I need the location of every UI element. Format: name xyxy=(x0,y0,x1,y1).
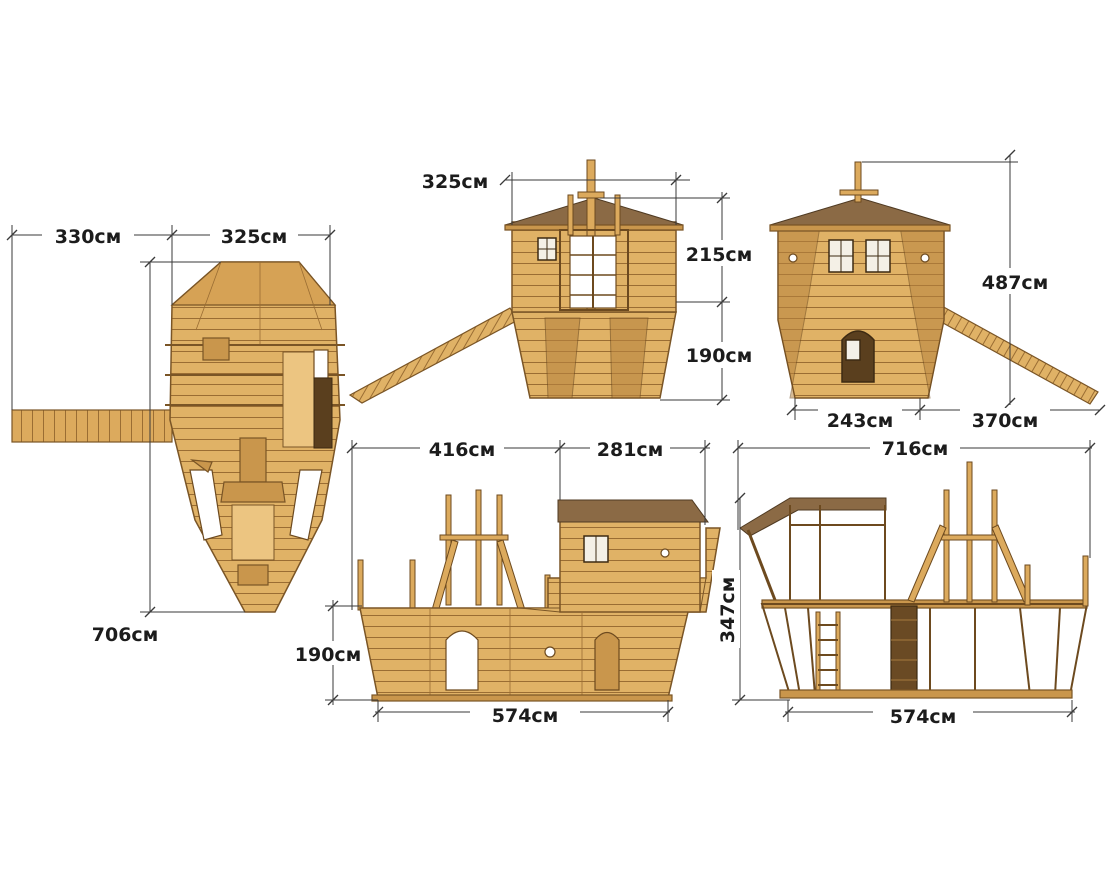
rear-ramp-label: 370см xyxy=(972,410,1038,432)
top-dimensions: 330см 325см 706см xyxy=(6,222,336,646)
side-height-label: 190см xyxy=(295,644,361,666)
section-stair xyxy=(890,605,918,697)
front-upper-label: 215см xyxy=(686,244,752,266)
rear-base-label: 243см xyxy=(827,410,893,432)
side-roof xyxy=(557,499,709,523)
top-view xyxy=(11,261,345,613)
side-dimensions: 416см 281см 190см 574см xyxy=(290,436,711,729)
rear-height-label: 487см xyxy=(982,272,1048,294)
side-left-label: 416см xyxy=(429,439,495,461)
section-length-label: 574см xyxy=(890,706,956,728)
section-view xyxy=(739,461,1089,699)
side-view xyxy=(357,489,721,702)
front-dimensions: 325см 215см 190см xyxy=(422,171,758,406)
front-ramp xyxy=(348,307,519,404)
rear-dimensions: 487см 243см 370см xyxy=(786,149,1106,432)
rear-view xyxy=(769,161,1099,405)
section-total-label: 716см xyxy=(882,438,948,460)
top-length-label: 706см xyxy=(92,624,158,646)
front-lower-label: 190см xyxy=(686,345,752,367)
side-cabin xyxy=(559,519,701,613)
section-dimensions: 716см 347см 574см xyxy=(712,436,1096,730)
rear-ramp xyxy=(933,304,1099,405)
section-height-label: 347см xyxy=(717,577,739,643)
section-roof xyxy=(739,497,887,537)
top-width-left-label: 330см xyxy=(55,226,121,248)
side-length-label: 574см xyxy=(492,705,558,727)
top-gangway xyxy=(11,409,173,443)
front-width-label: 325см xyxy=(422,171,488,193)
top-width-right-label: 325см xyxy=(221,226,287,248)
front-lower-hull xyxy=(511,311,677,399)
side-right-label: 281см xyxy=(597,439,663,461)
front-view xyxy=(348,159,684,404)
